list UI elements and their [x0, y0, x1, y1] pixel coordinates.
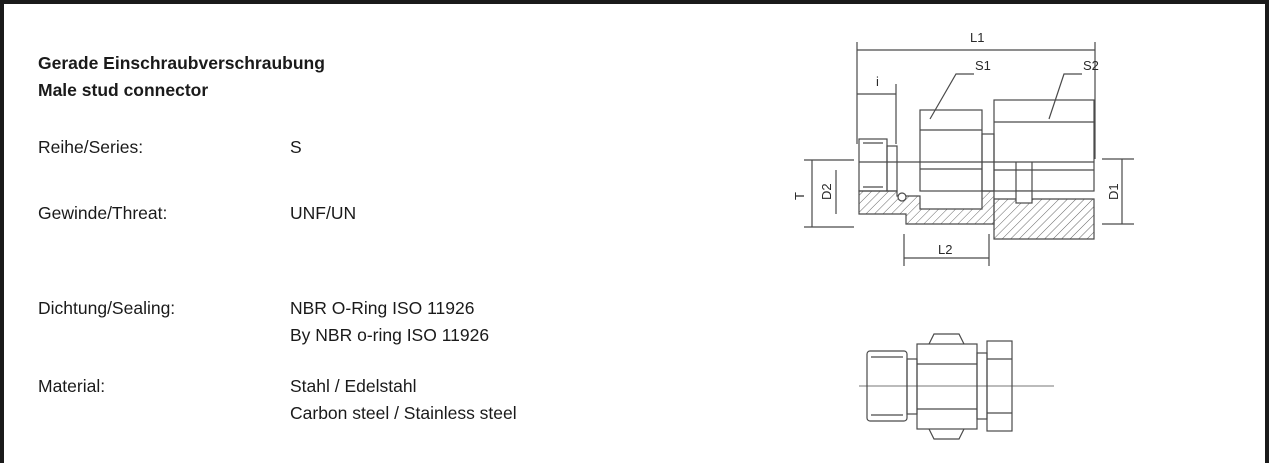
spec-label: Dichtung/Sealing: [38, 298, 176, 318]
dim-label-d1: D1 [1106, 183, 1121, 200]
dim-label-s1: S1 [975, 58, 991, 73]
spec-value: S [290, 137, 302, 157]
title-german: Gerade Einschraubverschraubung [38, 53, 325, 73]
dim-label-i: i [876, 74, 879, 89]
dim-label-s2: S2 [1083, 58, 1099, 73]
spec-label: Material: [38, 376, 106, 396]
spec-value: Stahl / Edelstahl [290, 376, 417, 396]
dim-label-d2: D2 [819, 183, 834, 200]
spec-value: NBR O-Ring ISO 11926 [290, 298, 475, 318]
outside-view-drawing [859, 333, 1054, 440]
product-title: Gerade Einschraubverschraubung Male stud… [38, 50, 325, 104]
section-drawing: L1 i S1 S2 L2 T D2 D1 [792, 30, 1134, 266]
spec-value-secondary: By NBR o-ring ISO 11926 [290, 325, 490, 345]
section-nut-body [993, 198, 1095, 240]
section-stud-body [858, 190, 995, 225]
spec-label: Gewinde/Threat: [38, 203, 168, 223]
dim-label-t: T [792, 192, 807, 200]
title-english: Male stud connector [38, 80, 209, 100]
spec-value: UNF/UN [290, 203, 357, 223]
spec-value-secondary: Carbon steel / Stainless steel [290, 403, 517, 423]
dim-label-l2: L2 [938, 242, 952, 257]
spec-label: Reihe/Series: [38, 137, 144, 157]
o-ring [897, 192, 907, 202]
dim-label-l1: L1 [970, 30, 984, 45]
